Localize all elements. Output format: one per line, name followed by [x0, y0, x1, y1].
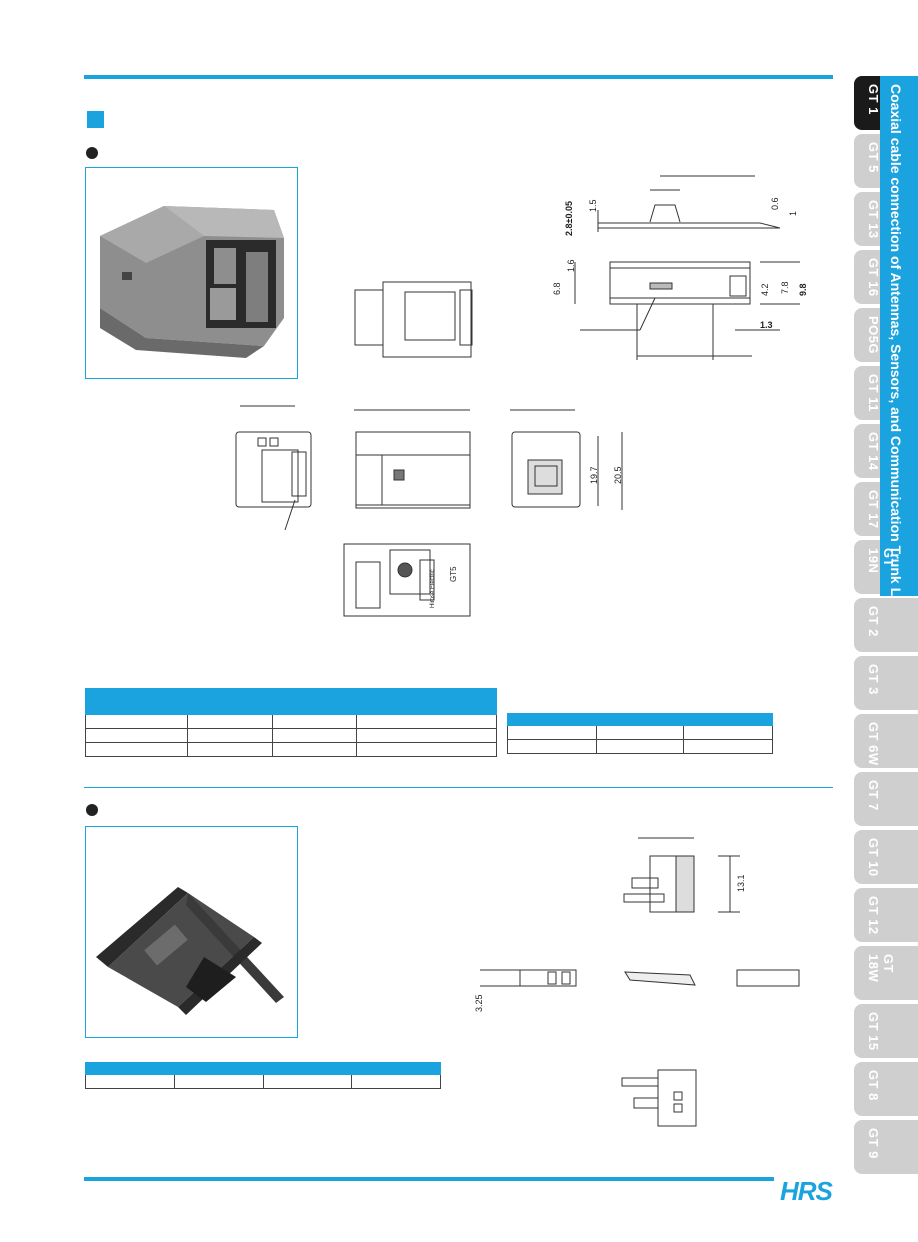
- side-tab-gt11[interactable]: GT 11: [854, 366, 881, 420]
- connector-photo: [100, 206, 284, 358]
- side-tab-label: PO5G: [866, 316, 881, 355]
- side-tab-gt5[interactable]: GT 5: [854, 134, 881, 188]
- dim-text: 4.2: [760, 283, 770, 296]
- side-tab-gt9[interactable]: GT 9: [854, 1120, 918, 1174]
- header-rule: [84, 75, 833, 79]
- dim-text: 20.5: [613, 466, 623, 484]
- side-tab-gt10[interactable]: GT 10: [854, 830, 918, 884]
- dim-text: 13.1: [736, 874, 746, 892]
- clip-photo: [96, 887, 284, 1015]
- part-mark: Hirose Electric: [430, 569, 436, 608]
- side-banner: Coaxial cable connection of Antennas, Se…: [880, 76, 918, 624]
- side-tab-label: GT 1: [866, 84, 881, 115]
- dim-text: 0.6: [770, 197, 780, 210]
- spec-table-3: [85, 1062, 441, 1089]
- side-tab-label: GT 8: [866, 1070, 881, 1101]
- section-divider: [84, 787, 833, 788]
- side-tab-label: GT 17: [866, 490, 881, 529]
- side-tab-gt15[interactable]: GT 15: [854, 1004, 918, 1058]
- side-tab-label: GT 9: [866, 1128, 881, 1159]
- dim-text: 3.25: [474, 994, 484, 1012]
- part-mark: GT5: [449, 566, 458, 582]
- side-tab-gt13[interactable]: GT 13: [854, 192, 881, 246]
- side-tab-gt17[interactable]: GT 17: [854, 482, 881, 536]
- dim-text: 6.8: [552, 282, 562, 295]
- side-tab-gt7[interactable]: GT 7: [854, 772, 918, 826]
- side-tab-label: GT 19N: [866, 548, 896, 574]
- side-tab-label: GT 12: [866, 896, 881, 935]
- side-tab-label: GT 5: [866, 142, 881, 173]
- dim-text: 19.7: [589, 466, 599, 484]
- side-tab-label: GT 7: [866, 780, 881, 811]
- side-tab-gt19n[interactable]: GT 19N: [854, 540, 896, 594]
- hrs-logo: HRS: [780, 1176, 833, 1206]
- bullet-icon: [86, 804, 98, 816]
- side-tab-label: GT 14: [866, 432, 881, 471]
- section-square-icon: [87, 111, 104, 128]
- side-tab-label: GT 11: [866, 374, 881, 412]
- dim-text: 9.8: [798, 283, 808, 296]
- side-tab-gt8[interactable]: GT 8: [854, 1062, 918, 1116]
- side-tab-label: GT 2: [866, 606, 881, 637]
- spec-table-2: [507, 713, 773, 754]
- side-tab-label: GT 10: [866, 838, 881, 877]
- dim-text: 1.3: [760, 320, 773, 330]
- spec-table-1: [85, 688, 497, 757]
- dim-text: 1.5: [588, 199, 598, 212]
- side-tab-po5g[interactable]: PO5G: [854, 308, 881, 362]
- connector-photo-frame: [85, 167, 298, 379]
- side-tab-label: GT 16: [866, 258, 881, 297]
- side-tab-label: GT 3: [866, 664, 881, 695]
- bullet-icon: [86, 147, 98, 159]
- dim-text: 2.8±0.05: [564, 201, 574, 236]
- side-tab-label: GT 18W: [866, 954, 896, 983]
- side-tab-gt1[interactable]: GT 1: [854, 76, 881, 130]
- dim-text: 1.6: [566, 259, 576, 272]
- clip-photo-frame: [85, 826, 298, 1038]
- side-tab-gt16[interactable]: GT 16: [854, 250, 881, 304]
- side-tab-label: GT 6W: [866, 722, 881, 766]
- dim-text: 1: [788, 211, 798, 216]
- side-banner-text: Coaxial cable connection of Antennas, Se…: [888, 84, 904, 625]
- side-tab-gt6w[interactable]: GT 6W: [854, 714, 918, 768]
- footer-rule: [84, 1177, 774, 1181]
- side-tab-gt12[interactable]: GT 12: [854, 888, 918, 942]
- side-tab-gt14[interactable]: GT 14: [854, 424, 881, 478]
- side-tab-gt18w[interactable]: GT 18W: [854, 946, 918, 1000]
- side-tab-gt3[interactable]: GT 3: [854, 656, 918, 710]
- side-tab-label: GT 15: [866, 1012, 881, 1051]
- side-tab-label: GT 13: [866, 200, 881, 239]
- dim-text: 7.8: [780, 281, 790, 294]
- side-tab-gt2[interactable]: GT 2: [854, 598, 918, 652]
